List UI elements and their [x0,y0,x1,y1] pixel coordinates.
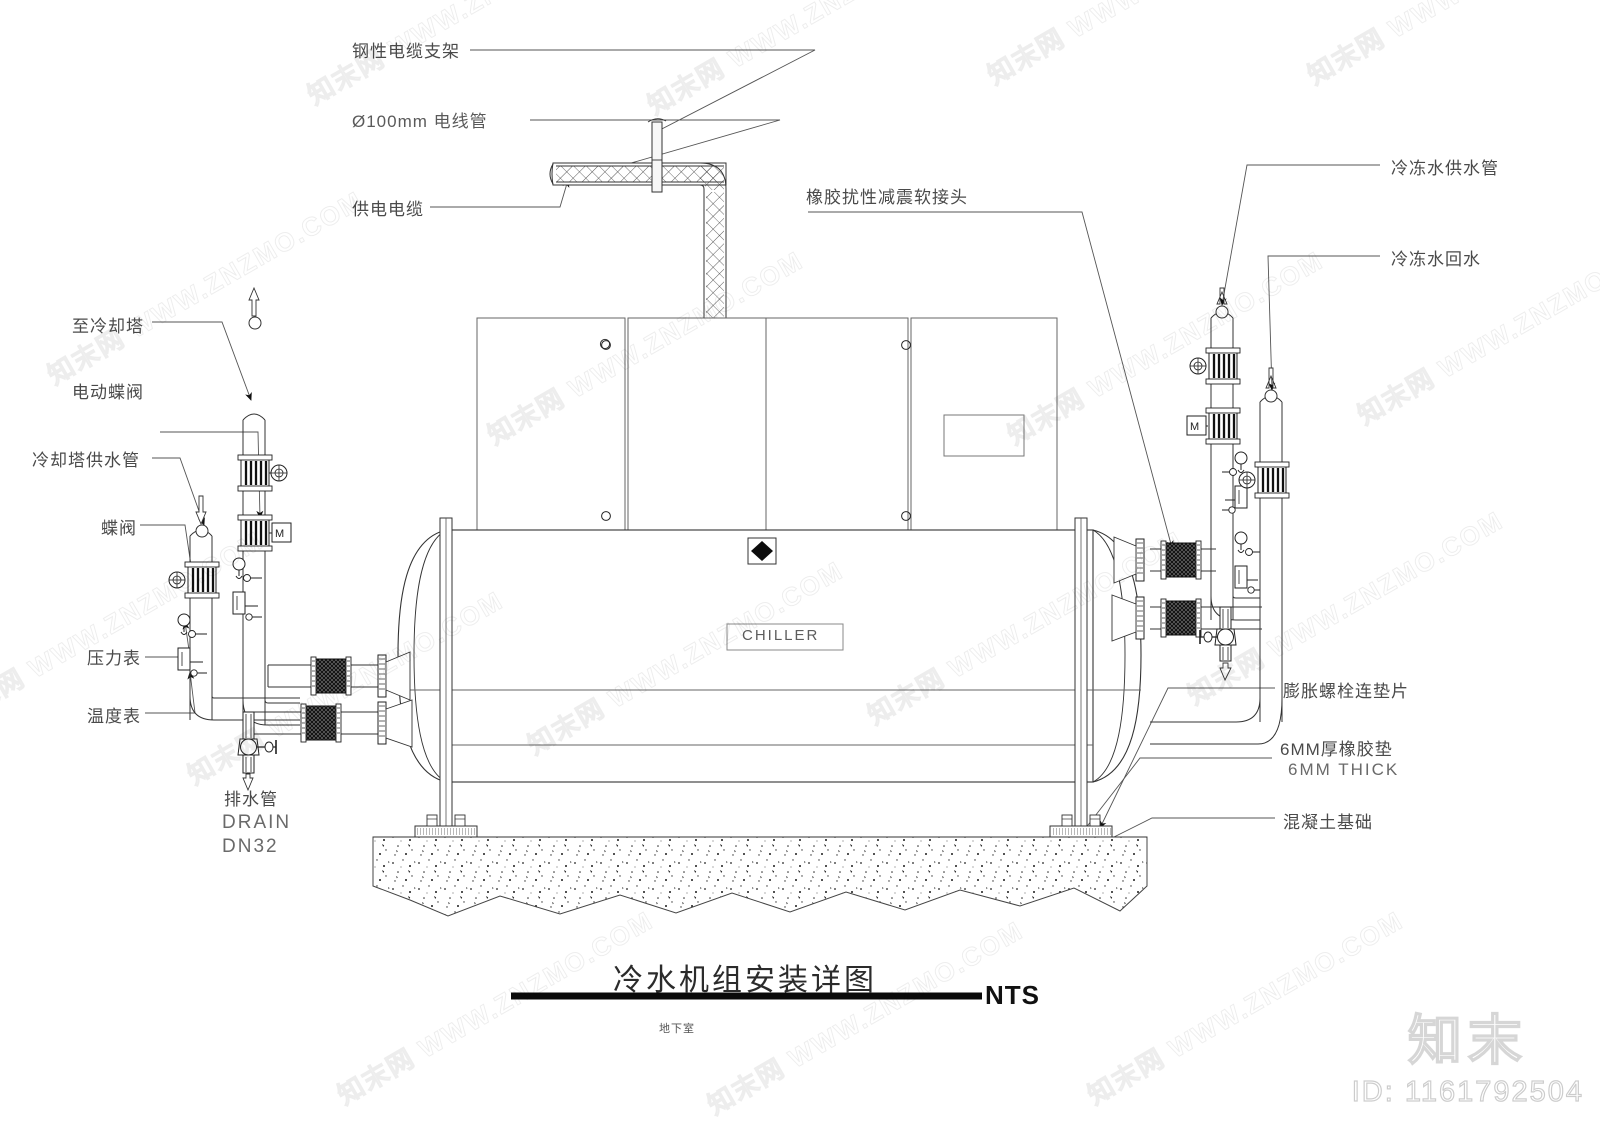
chiller-nameplate-text: CHILLER [742,627,820,644]
label-drain-cn: 排水管 [224,790,278,809]
label-motorized-butterfly-valve: 电动蝶阀 [72,383,144,402]
label-chilled-water-return: 冷冻水回水 [1391,250,1481,269]
label-to-cooling-tower: 至冷却塔 [72,317,144,336]
label-expansion-bolt-with-washer: 膨胀螺栓连垫片 [1283,682,1409,701]
label-drain-en: DRAIN [222,812,292,833]
drawing-sub-note: 地下室 [659,1023,695,1035]
svg-text:M: M [275,528,284,540]
label-rubber-pad-cn: 6MM厚橡胶垫 [1280,740,1393,759]
label-power-cable: 供电电缆 [352,200,424,219]
label-conduit-100mm: Ø100mm 电线管 [352,112,488,131]
label-rigid-cable-tray: 钢性电缆支架 [352,42,460,61]
label-butterfly-valve: 蝶阀 [101,519,137,538]
svg-text:M: M [1190,421,1199,433]
label-pressure-gauge: 压力表 [87,649,141,668]
label-concrete-foundation: 混凝土基础 [1283,813,1373,832]
label-rubber-pad-en: 6MM THICK [1288,760,1400,779]
label-cooling-tower-supply-pipe: 冷却塔供水管 [32,451,140,470]
label-rubber-flex-joint: 橡胶扰性减震软接头 [806,188,968,207]
label-chilled-water-supply: 冷冻水供水管 [1391,159,1499,178]
drawing-scale-note: NTS [985,980,1040,1010]
label-thermometer: 温度表 [87,707,141,726]
drawing-title: 冷水机组安装详图 [613,964,877,997]
label-drain-size: DN32 [222,836,279,857]
